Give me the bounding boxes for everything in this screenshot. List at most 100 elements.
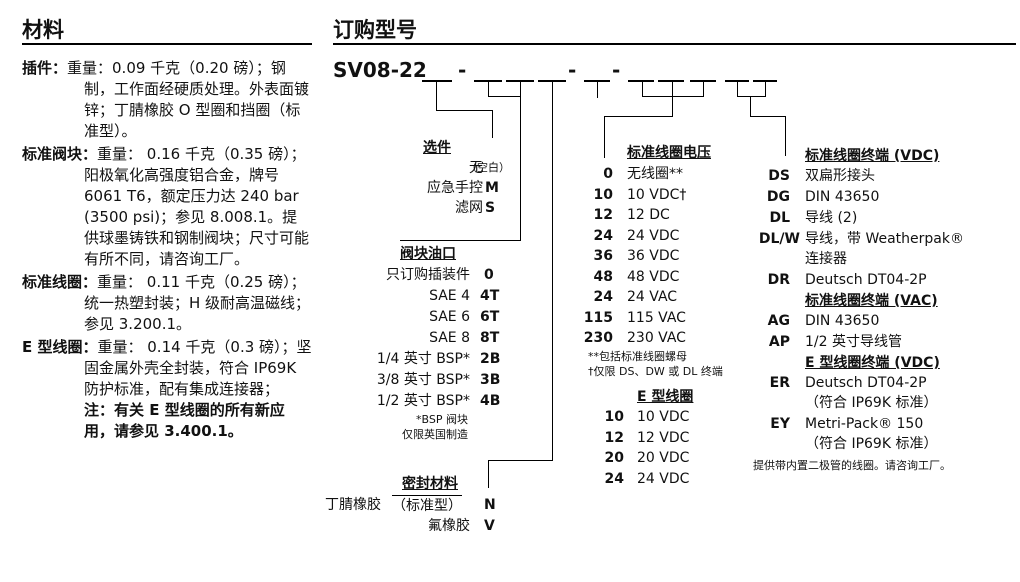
diode-footer-note: 提供带内置二极管的线圈。请咨询工厂。 [753,459,951,472]
model-code: SV08-22 [333,58,427,82]
wire-volt-h2 [604,116,673,117]
material-item-e-coil: E 型线圈：重量： 0.14 千克（0.3 磅）；坚固金属外壳全封装，符合 IP… [22,338,312,440]
term-label-dg: DIN 43650 [805,189,880,205]
dash-1: - [458,58,467,82]
term-code-dg: DG [766,189,790,205]
voltage-note-2: †仅限 DS、DW 或 DL 终端 [588,365,723,378]
voltage-title: 标准线圈电压 [627,145,711,161]
voltage-label: 48 VDC [627,268,680,285]
option-manual-label: 应急手控 [427,180,483,196]
wire-port-b [520,82,521,240]
blank-voltage-4[interactable] [690,80,716,82]
port-label-5: 3/8 英寸 BSP* [376,372,470,388]
port-label-0: 只订购插装件 [386,267,470,283]
option-screen-code: S [485,200,496,216]
term-code-dr: DR [767,272,790,288]
term-code-er: ER [769,375,790,391]
wire-options-drop [492,110,493,138]
wire-options-v [436,82,437,110]
ecoil-label: 20 VDC [637,450,690,466]
seal-viton-label: 氟橡胶 [428,518,470,534]
wire-term-b [765,82,766,96]
wire-port-a [488,82,489,96]
option-none-label: 无 [469,160,483,176]
port-code-3: 8T [480,330,500,346]
material-item-std-coil: 标准线圈：重量： 0.11 千克（0.25 磅）；统一热塑封装；H 级耐高温磁线… [22,273,311,333]
ecoil-code: 24 [604,470,624,487]
voltage-note-1: **包括标准线圈螺母 [588,350,687,363]
wire-term-a [737,82,738,96]
seal-viton-code: V [484,518,495,534]
port-note-1: *BSP 阀块 [416,413,468,426]
port-label-6: 1/2 英寸 BSP* [376,393,470,409]
wire-volt-b [642,82,643,96]
port-code-2: 6T [480,309,500,325]
material-item-cartridge: 插件：重量：0.09 千克（0.20 磅）；钢制，工作面经硬质处理。外表面镀锌；… [22,59,310,140]
materials-title-rule [22,43,312,45]
term-label-er: Deutsch DT04-2P [805,375,927,391]
term-label-ey-2: （符合 IP69K 标准） [805,436,938,452]
term-label-ds: 双扁形接头 [805,168,875,184]
ecoil-label: 24 VDC [637,470,690,487]
ecoil-label: 12 VDC [637,429,690,446]
voltage-label: 115 VAC [627,309,686,326]
voltage-code: 36 [593,248,613,264]
term-vdc-title: 标准线圈终端 (VDC) [805,148,940,164]
voltage-label: 24 VDC [627,227,680,244]
term-e-title: E 型线圈终端 (VDC) [805,355,940,371]
term-label-er-2: （符合 IP69K 标准） [805,395,938,411]
option-manual-code: M [485,180,499,196]
dash-3: - [612,58,621,82]
blank-port-2[interactable] [506,80,534,82]
ordering-title: 订购型号 [333,18,417,42]
wire-seal-drop [488,460,489,488]
term-code-dlw: DL/W [758,231,800,247]
term-code-ap: AP [768,334,790,350]
wire-volt-c [672,82,673,96]
wire-term-h2 [750,116,786,117]
ordering-title-rule [333,43,1016,45]
voltage-label: 12 DC [627,207,670,223]
voltage-code: 24 [593,227,613,244]
term-label-ag: DIN 43650 [805,313,880,329]
seal-nitrile-sub: （标准型） [392,495,462,516]
port-code-1: 4T [480,288,500,304]
term-label-dr: Deutsch DT04-2P [805,272,927,288]
blank-voltage-1[interactable] [584,80,610,82]
term-code-ey: EY [770,416,790,432]
voltage-code: 0 [603,166,613,182]
blank-options[interactable] [422,80,452,82]
wire-port-h [488,96,521,97]
voltage-label: 36 VDC [627,248,680,264]
wire-volt-a [597,82,598,98]
blank-voltage-2[interactable] [628,80,654,82]
voltage-label: 无线圈** [627,166,683,182]
term-label-ap: 1/2 英寸导线管 [805,334,902,350]
blank-voltage-3[interactable] [658,80,684,82]
voltage-code: 24 [593,289,613,305]
term-code-ag: AG [767,313,790,329]
term-label-dlw: 导线，带 Weatherpak® [805,231,964,247]
voltage-code: 10 [593,186,613,203]
port-label-3: SAE 8 [429,330,470,346]
wire-volt-h [642,96,704,97]
term-code-dl: DL [769,210,790,226]
voltage-label: 10 VDC† [627,186,687,203]
blank-seal[interactable] [538,80,566,82]
ecoil-title: E 型线圈 [637,389,694,405]
wire-volt-drop [604,116,605,158]
wire-volt-d [703,82,704,96]
port-code-0: 0 [484,267,494,283]
blank-term-2[interactable] [753,80,777,82]
wire-term-h [737,96,766,97]
wire-port-title [400,240,521,241]
port-label-1: SAE 4 [429,288,470,304]
wire-volt-mid [672,96,673,116]
ecoil-code: 12 [604,429,624,446]
materials-title: 材料 [22,18,64,42]
blank-term-1[interactable] [725,80,749,82]
ecoil-code: 20 [604,450,624,466]
options-title: 选件 [423,140,451,156]
blank-port-1[interactable] [474,80,502,82]
wire-term-drop [785,116,786,156]
